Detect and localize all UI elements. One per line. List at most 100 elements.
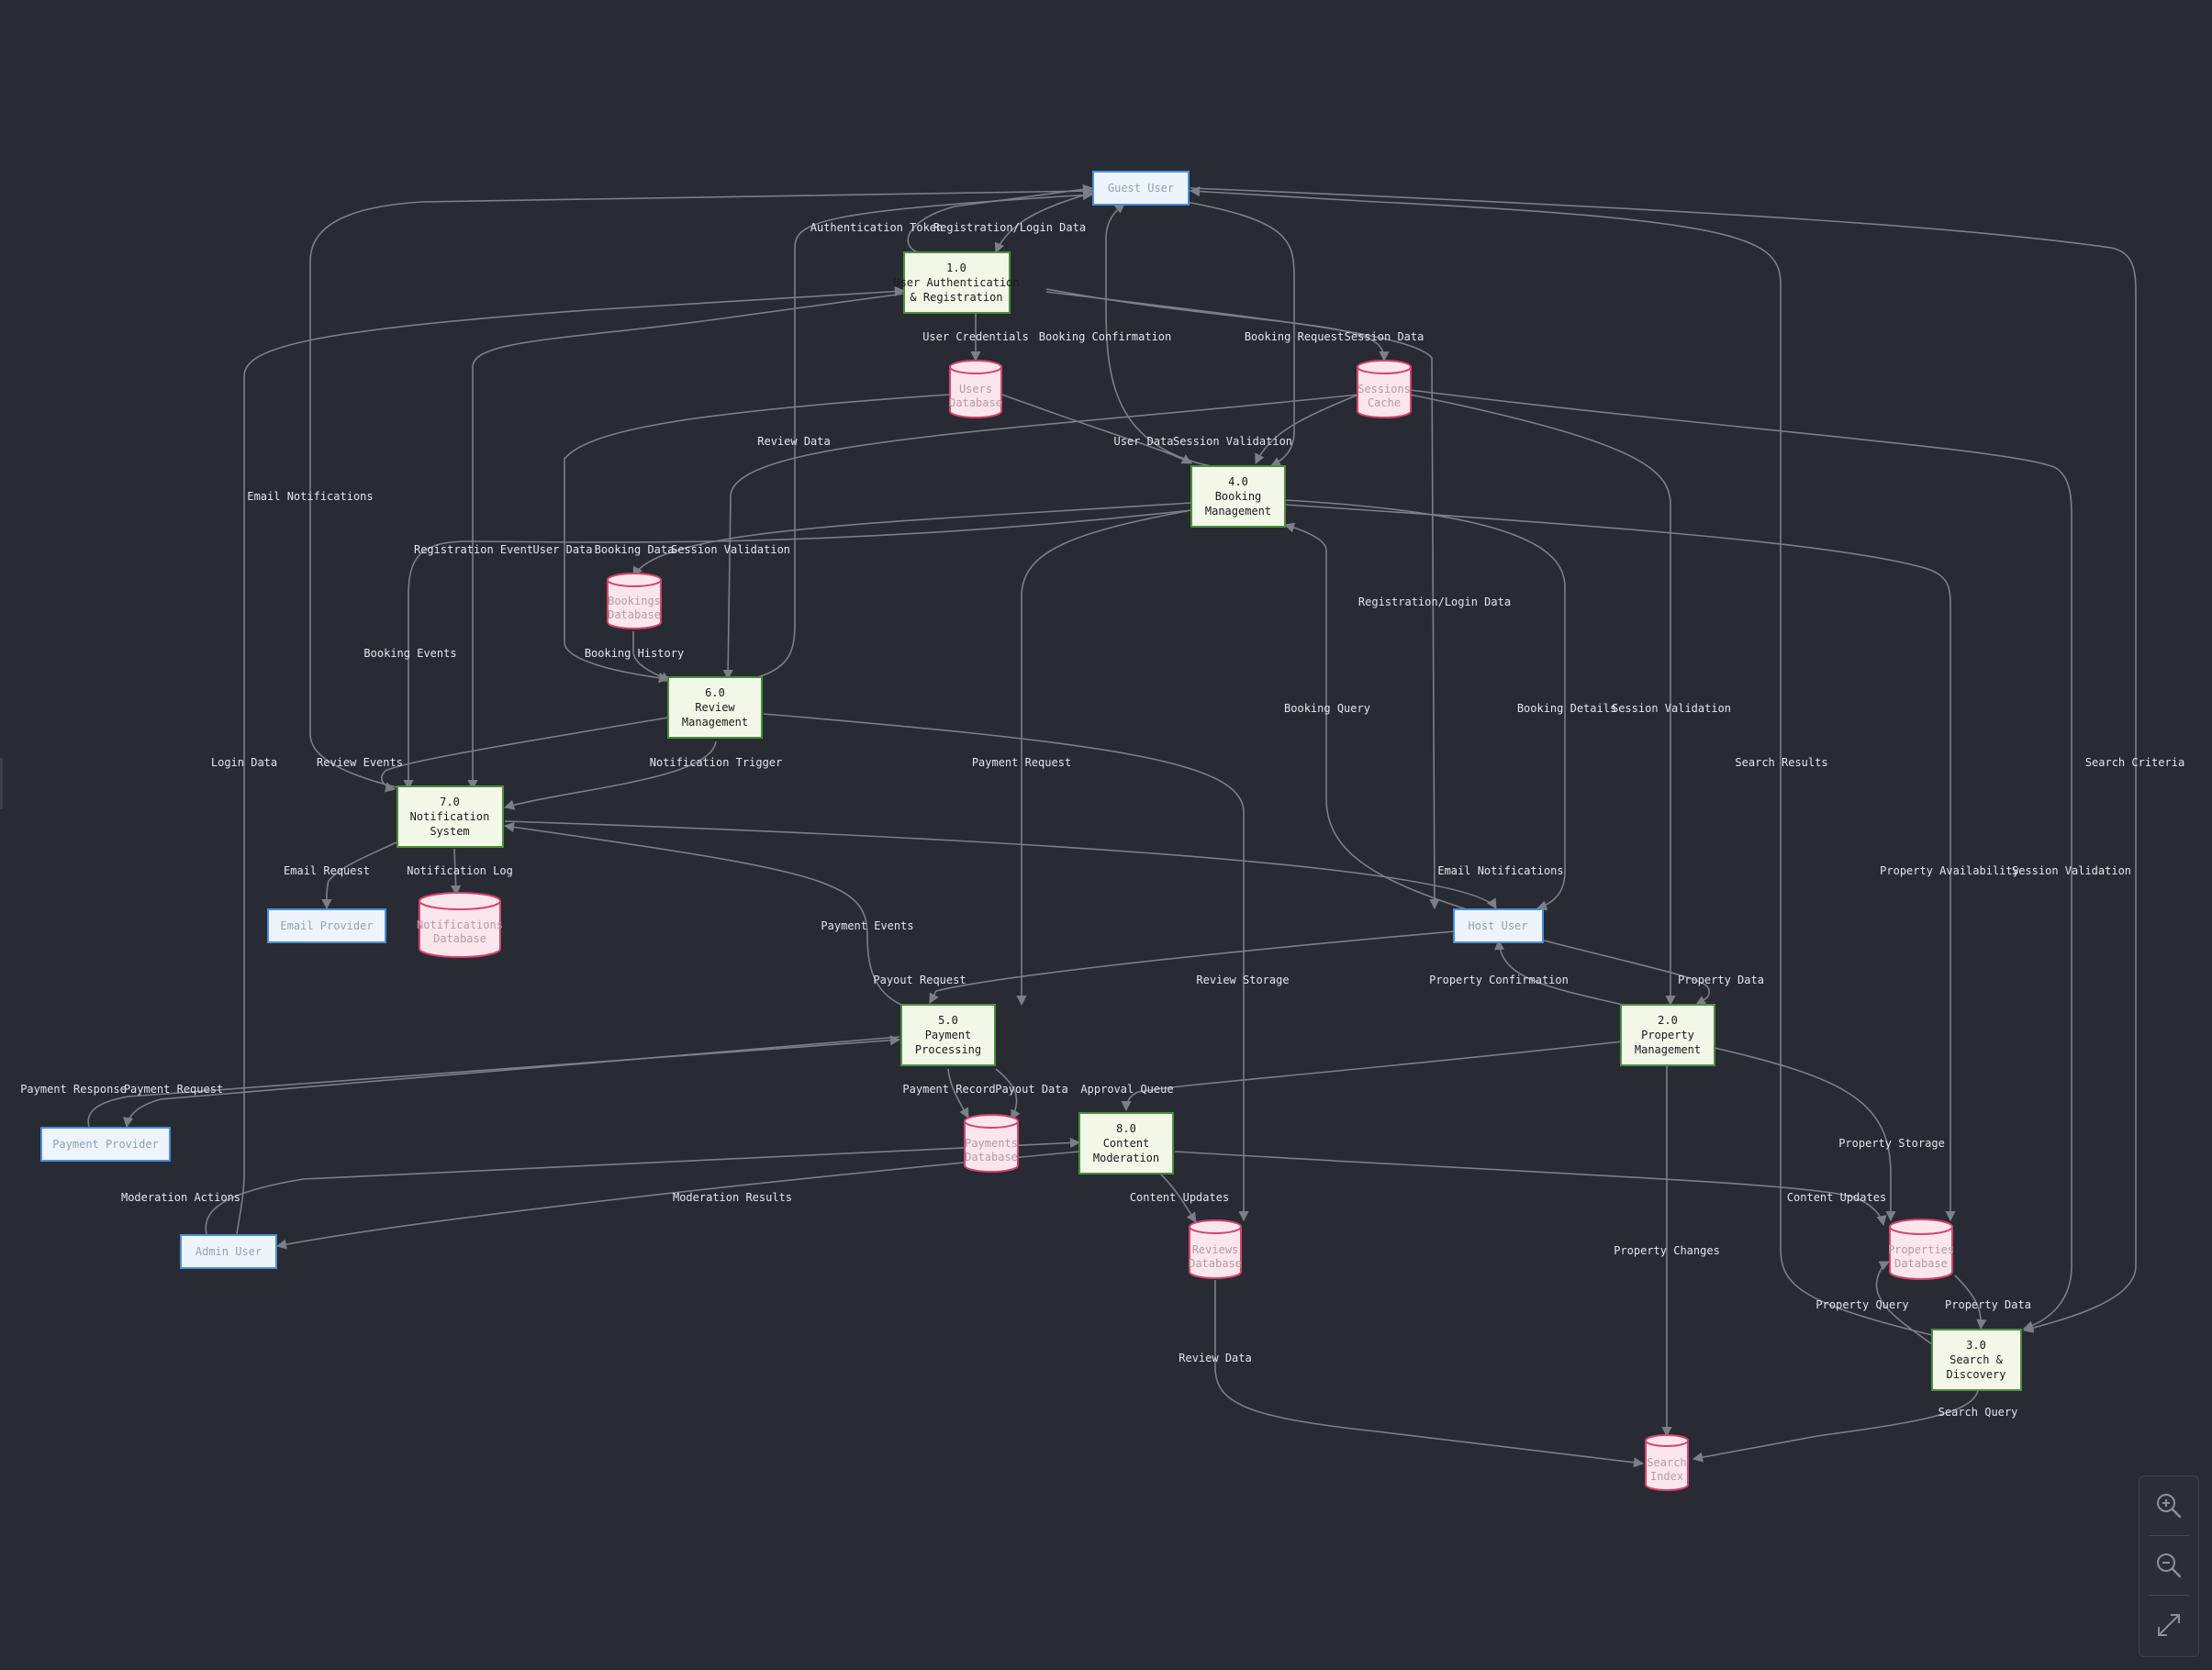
label-session-validation-property: Session Validation [1612, 702, 1731, 715]
process-8-title: Content [1103, 1137, 1150, 1150]
process-1-number: 1.0 [946, 262, 966, 274]
process-8-node[interactable]: 8.0 Content Moderation [1078, 1112, 1174, 1175]
processes: 1.0 User Authentication & Registration 2… [397, 251, 2022, 1391]
edge-payout-data [995, 1068, 1021, 1121]
edge-property-data-search [1954, 1275, 1987, 1330]
zoom-out-button[interactable] [2139, 1536, 2198, 1595]
process-6-node[interactable]: 6.0 Review Management [667, 676, 763, 739]
label-property-data-search: Property Data [1945, 1298, 2031, 1311]
edge-user-data-booking [1001, 394, 1192, 464]
process-4-node[interactable]: 4.0 Booking Management [1190, 465, 1286, 528]
search-index-node[interactable]: Search Index [1645, 1434, 1689, 1491]
edge-content-updates-properties [1174, 1151, 1887, 1227]
label-payment-request-provider: Payment Request [124, 1083, 223, 1096]
label-content-updates-properties: Content Updates [1787, 1191, 1886, 1204]
label-property-availability: Property Availability [1880, 864, 2019, 877]
expand-arrows-icon [2158, 1614, 2180, 1636]
label-email-notifications-host: Email Notifications [1437, 864, 1563, 877]
edge-booking-data [632, 502, 1192, 577]
payments-database-node[interactable]: Payments Database [964, 1114, 1019, 1173]
edge-email-notifications-host [504, 820, 1497, 909]
edge-search-criteria [1190, 187, 2137, 1333]
edge-booking-confirmation [1105, 203, 1222, 469]
process-4-title-2: Management [1205, 505, 1271, 518]
notifications-database-node[interactable]: Notifications Database [417, 892, 503, 958]
label-booking-data: Booking Data [595, 543, 675, 556]
label-user-data-review: User Data [532, 543, 592, 556]
label-registration-login-data: Registration/Login Data [933, 221, 1086, 234]
edge-session-validation-search [1409, 389, 2072, 1331]
process-7-node[interactable]: 7.0 Notification System [397, 785, 504, 848]
data-stores: Users Database Sessions Cache Bookings D… [417, 360, 1954, 1491]
side-panel-handle[interactable] [0, 758, 3, 809]
edge-notification-log [451, 848, 462, 896]
guest-user-node[interactable]: Guest User [1092, 171, 1190, 206]
process-2-title-2: Management [1635, 1043, 1701, 1056]
edge-registration-login-data-guest [994, 192, 1093, 254]
edge-email-request [321, 841, 397, 910]
edge-booking-query [1283, 522, 1479, 914]
process-4-title: Booking [1215, 490, 1262, 503]
edge-payment-record [947, 1068, 969, 1119]
label-session-validation-review: Session Validation [671, 543, 790, 556]
properties-database-node[interactable]: Properties Database [1888, 1219, 1954, 1280]
label-payment-request: Payment Request [972, 756, 1071, 769]
fit-view-button[interactable] [2139, 1596, 2198, 1654]
process-7-title-2: System [430, 825, 469, 838]
process-1-title-2: & Registration [910, 291, 1002, 304]
label-moderation-actions: Moderation Actions [121, 1191, 240, 1204]
notifications-database-label-2: Database [433, 932, 486, 945]
bookings-database-node[interactable]: Bookings Database [607, 573, 662, 629]
edge-approval-queue [1121, 1041, 1624, 1112]
admin-user-node[interactable]: Admin User [180, 1234, 277, 1269]
notifications-database-label: Notifications [417, 918, 503, 931]
edge-payout-request [929, 930, 1456, 1004]
edge-login-data [236, 286, 906, 1235]
edge-payment-response [87, 1035, 901, 1128]
users-database-label-2: Database [949, 396, 1002, 409]
label-payment-events: Payment Events [821, 919, 913, 932]
zoom-separator [2149, 1535, 2189, 1536]
process-2-node[interactable]: 2.0 Property Management [1620, 1004, 1715, 1066]
sessions-cache-label-2: Cache [1368, 396, 1401, 409]
zoom-in-icon [2157, 1494, 2182, 1519]
edge-moderation-results [275, 1151, 1080, 1250]
label-content-updates: Content Updates [1130, 1191, 1229, 1204]
edge-review-data-guest [750, 190, 1094, 680]
payment-provider-node[interactable]: Payment Provider [40, 1127, 171, 1162]
label-booking-events: Booking Events [363, 647, 456, 660]
process-1-node[interactable]: 1.0 User Authentication & Registration [893, 251, 1020, 314]
label-notification-trigger: Notification Trigger [650, 756, 783, 769]
reviews-database-node[interactable]: Reviews Database [1189, 1219, 1242, 1279]
email-provider-node[interactable]: Email Provider [267, 908, 386, 943]
admin-user-label: Admin User [196, 1245, 262, 1258]
edge-session-data [1045, 288, 1390, 362]
label-approval-queue: Approval Queue [1080, 1083, 1173, 1096]
label-booking-details: Booking Details [1517, 702, 1616, 715]
host-user-label: Host User [1468, 919, 1527, 932]
label-login-data: Login Data [211, 756, 277, 769]
process-8-title-2: Moderation [1093, 1152, 1159, 1164]
label-search-results: Search Results [1735, 756, 1827, 769]
users-database-node[interactable]: Users Database [949, 360, 1002, 418]
edge-property-storage [1714, 1047, 1896, 1222]
label-review-events: Review Events [317, 756, 403, 769]
edges [87, 184, 2137, 1468]
process-3-node[interactable]: 3.0 Search & Discovery [1931, 1329, 2022, 1391]
label-moderation-results: Moderation Results [673, 1191, 792, 1204]
edge-property-data-host [1543, 940, 1711, 1006]
external-entities: Guest User Host User Admin User Email Pr… [40, 171, 1544, 1269]
label-notification-log: Notification Log [407, 864, 513, 877]
label-user-credentials: User Credentials [922, 330, 1029, 343]
zoom-in-button[interactable] [2139, 1476, 2198, 1535]
sessions-cache-node[interactable]: Sessions Cache [1357, 360, 1412, 418]
label-review-storage: Review Storage [1196, 974, 1289, 986]
edge-registration-event [467, 293, 905, 791]
host-user-node[interactable]: Host User [1453, 908, 1544, 943]
label-authentication-token: Authentication Token [810, 221, 944, 234]
edge-moderation-actions [205, 1137, 1081, 1235]
edge-session-validation-booking [1255, 394, 1359, 465]
label-search-criteria: Search Criteria [2085, 756, 2184, 769]
process-5-node[interactable]: 5.0 Payment Processing [900, 1004, 996, 1066]
label-property-confirmation: Property Confirmation [1429, 974, 1569, 986]
